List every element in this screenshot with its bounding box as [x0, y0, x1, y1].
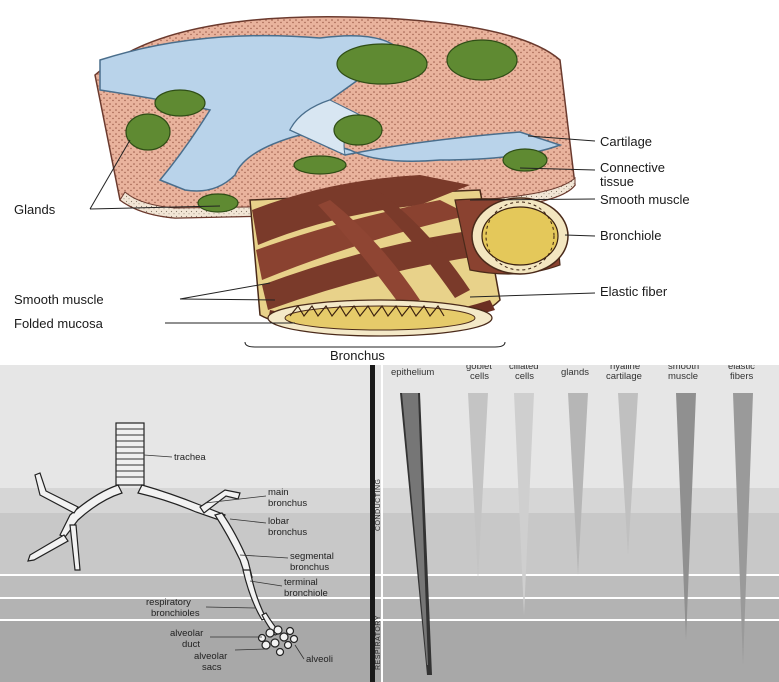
- label-trachea: trachea: [174, 452, 206, 463]
- label-alveolar-sacs-1: alveolar: [194, 651, 227, 662]
- label-glands: Glands: [14, 202, 56, 217]
- label-respiratory-1: respiratory: [146, 597, 191, 608]
- zone-conducting: CONDUCTING: [375, 479, 382, 531]
- label-folded-mucosa: Folded mucosa: [14, 316, 104, 331]
- zone-bands: [0, 365, 779, 682]
- bronchiole-branch: [455, 198, 568, 274]
- label-segmental-1: segmental: [290, 551, 334, 562]
- label-segmental-2: bronchus: [290, 562, 329, 573]
- label-smooth-muscle-left: Smooth muscle: [14, 292, 104, 307]
- label-alveolar-duct-1: alveolar: [170, 628, 203, 639]
- col-ciliated-2: cells: [515, 371, 534, 382]
- label-main-2: bronchus: [268, 498, 307, 509]
- label-alveolar-duct-2: duct: [182, 639, 200, 650]
- label-bronchus: Bronchus: [330, 348, 385, 363]
- label-elastic-fiber: Elastic fiber: [600, 284, 668, 299]
- col-hyaline-2: cartilage: [606, 371, 642, 382]
- label-lobar-1: lobar: [268, 516, 289, 527]
- bronchus-illustration: Cartilage Connective tissue Smooth muscl…: [0, 0, 779, 365]
- label-connective-tissue: Connective: [600, 160, 665, 175]
- label-respiratory-2: bronchioles: [151, 608, 200, 619]
- label-connective-tissue-2: tissue: [600, 174, 634, 189]
- label-bronchiole: Bronchiole: [600, 228, 661, 243]
- label-lobar-2: bronchus: [268, 527, 307, 538]
- label-smooth-muscle-right: Smooth muscle: [600, 192, 690, 207]
- label-terminal-2: bronchiole: [284, 588, 328, 599]
- label-terminal-1: terminal: [284, 577, 318, 588]
- label-alveoli: alveoli: [306, 654, 333, 665]
- col-glands: glands: [561, 367, 589, 378]
- col-epithelium: epithelium: [391, 367, 434, 378]
- col-elastic-2: fibers: [730, 371, 753, 382]
- label-main-1: main: [268, 487, 289, 498]
- col-goblet-2: cells: [470, 371, 489, 382]
- airway-histology-chart: epithelium goblet cells ciliated cells g…: [0, 365, 779, 682]
- zone-respiratory: RESPIRATORY: [375, 615, 382, 670]
- label-cartilage: Cartilage: [600, 134, 652, 149]
- col-smooth-2: muscle: [668, 371, 698, 382]
- label-alveolar-sacs-2: sacs: [202, 662, 222, 673]
